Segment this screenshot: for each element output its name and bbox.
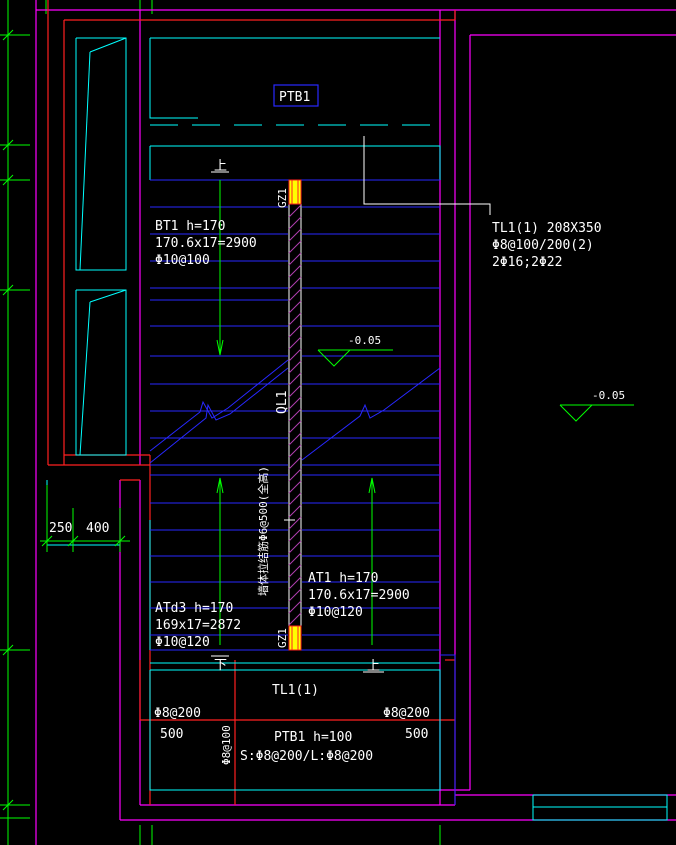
at1-line3: Φ10@120 bbox=[308, 605, 363, 620]
up-top-label: 上 bbox=[214, 159, 227, 174]
bt1-line1: BT1 h=170 bbox=[155, 219, 225, 234]
magenta-walls bbox=[35, 0, 676, 845]
down-bottom-label: 下 bbox=[214, 658, 227, 673]
cyan-outlines bbox=[46, 37, 668, 821]
left-dimension-chain bbox=[0, 0, 30, 845]
direction-arrows bbox=[216, 180, 376, 645]
dimension-250-400 bbox=[40, 485, 130, 552]
level-label-1: -0.05 bbox=[348, 334, 381, 347]
at1-line2: 170.6x17=2900 bbox=[308, 588, 410, 603]
stair-treads bbox=[149, 179, 456, 805]
rebar-right-label: Φ8@200 bbox=[383, 706, 430, 721]
bt1-line3: Φ10@100 bbox=[155, 253, 210, 268]
atd3-line2: 169x17=2872 bbox=[155, 618, 241, 633]
level-marker-1 bbox=[317, 349, 393, 367]
tl1-line1: TL1(1) 208X350 bbox=[492, 221, 602, 236]
text-labels: PTB1 上 BT1 h=170 170.6x17=2900 Φ10@100 T… bbox=[49, 90, 625, 765]
dim-400-label: 400 bbox=[86, 521, 109, 536]
ql1-label: QL1 bbox=[275, 391, 290, 414]
rebar-left-label: Φ8@200 bbox=[154, 706, 201, 721]
gz1-bottom-label: GZ1 bbox=[276, 628, 289, 648]
dim-500-left-label: 500 bbox=[160, 727, 183, 742]
top-grid-marks bbox=[45, 0, 441, 845]
ptb1-tag-box bbox=[273, 84, 319, 107]
up-bottom-label: 上 bbox=[367, 659, 380, 674]
tl1-bottom-label: TL1(1) bbox=[272, 683, 319, 698]
central-hatched-wall bbox=[284, 179, 302, 651]
level-label-2: -0.05 bbox=[592, 389, 625, 402]
tl1-line3: 2Φ16;2Φ22 bbox=[492, 255, 562, 270]
gz1-top-label: GZ1 bbox=[276, 188, 289, 208]
dim-250-label: 250 bbox=[49, 521, 72, 536]
atd3-line1: ATd3 h=170 bbox=[155, 601, 233, 616]
ptb1-bottom-line2: S:Φ8@200/L:Φ8@200 bbox=[240, 749, 373, 764]
atd3-line3: Φ10@120 bbox=[155, 635, 210, 650]
ptb1-tag: PTB1 bbox=[279, 90, 310, 105]
wall-tie-note: 墙体拉结筋Φ6@500(全高) bbox=[256, 466, 270, 596]
level-marker-2 bbox=[559, 404, 634, 422]
ptb1-bottom-line1: PTB1 h=100 bbox=[274, 730, 352, 745]
up-down-markers bbox=[211, 171, 384, 673]
bt1-line2: 170.6x17=2900 bbox=[155, 236, 257, 251]
tl1-line2: Φ8@100/200(2) bbox=[492, 238, 594, 253]
tl1-leader bbox=[363, 136, 491, 215]
dim-500-right-label: 500 bbox=[405, 727, 428, 742]
at1-line1: AT1 h=170 bbox=[308, 571, 378, 586]
rebar-vertical-label: Φ8@100 bbox=[220, 725, 233, 765]
